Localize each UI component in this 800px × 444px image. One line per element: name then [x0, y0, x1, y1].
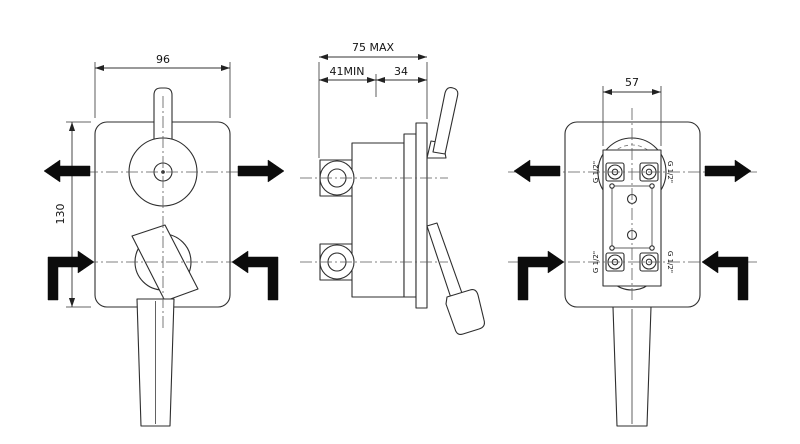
rear-outlet-arrow-right — [704, 159, 752, 183]
rear-port-labels: G 1/2" G 1/2" G 1/2" G 1/2" — [592, 161, 674, 273]
side-view: 75 MAX 41MIN 34 — [300, 41, 485, 335]
side-top-handle — [432, 87, 459, 155]
rear-flow-arrows — [513, 159, 752, 301]
side-centerlines — [300, 177, 448, 263]
port-label-top-right: G 1/2" — [666, 161, 674, 183]
front-flow-arrows — [43, 159, 285, 301]
rear-width-dimension: 57 — [602, 76, 662, 146]
front-centerlines — [86, 96, 240, 330]
side-depth-dimensions: 75 MAX 41MIN 34 — [318, 41, 428, 158]
front-width-dimension: 96 — [94, 53, 231, 118]
front-lever-blade — [131, 224, 199, 302]
front-outlet-arrow-left — [43, 159, 91, 183]
port-label-bottom-right: G 1/2" — [666, 251, 674, 273]
rear-inlet-arrow-right — [701, 250, 749, 301]
front-outlet-arrow-right — [237, 159, 285, 183]
front-height-dimension: 130 — [54, 121, 91, 308]
port-label-top-left: G 1/2" — [592, 161, 600, 183]
rear-width-dim-label: 57 — [625, 76, 639, 89]
rear-inlet-arrow-left — [517, 250, 565, 301]
side-offset-dim-label: 34 — [394, 65, 408, 78]
side-min-depth-dim-label: 41MIN — [330, 65, 365, 78]
side-valve-body — [351, 142, 405, 298]
rear-view: G 1/2" G 1/2" G 1/2" G 1/2" 57 — [508, 76, 757, 427]
side-wall-plate — [415, 122, 428, 309]
side-max-depth-dim-label: 75 MAX — [352, 41, 395, 54]
rear-outlet-arrow-left — [513, 159, 561, 183]
front-width-dim-label: 96 — [156, 53, 170, 66]
front-inlet-arrow-right — [231, 250, 279, 301]
port-label-bottom-left: G 1/2" — [592, 251, 600, 273]
front-height-dim-label: 130 — [54, 204, 67, 225]
side-lever-blade — [445, 289, 485, 335]
front-view: 96 130 — [43, 53, 285, 427]
front-inlet-arrow-left — [47, 250, 95, 301]
side-mounting-flange — [403, 133, 417, 298]
